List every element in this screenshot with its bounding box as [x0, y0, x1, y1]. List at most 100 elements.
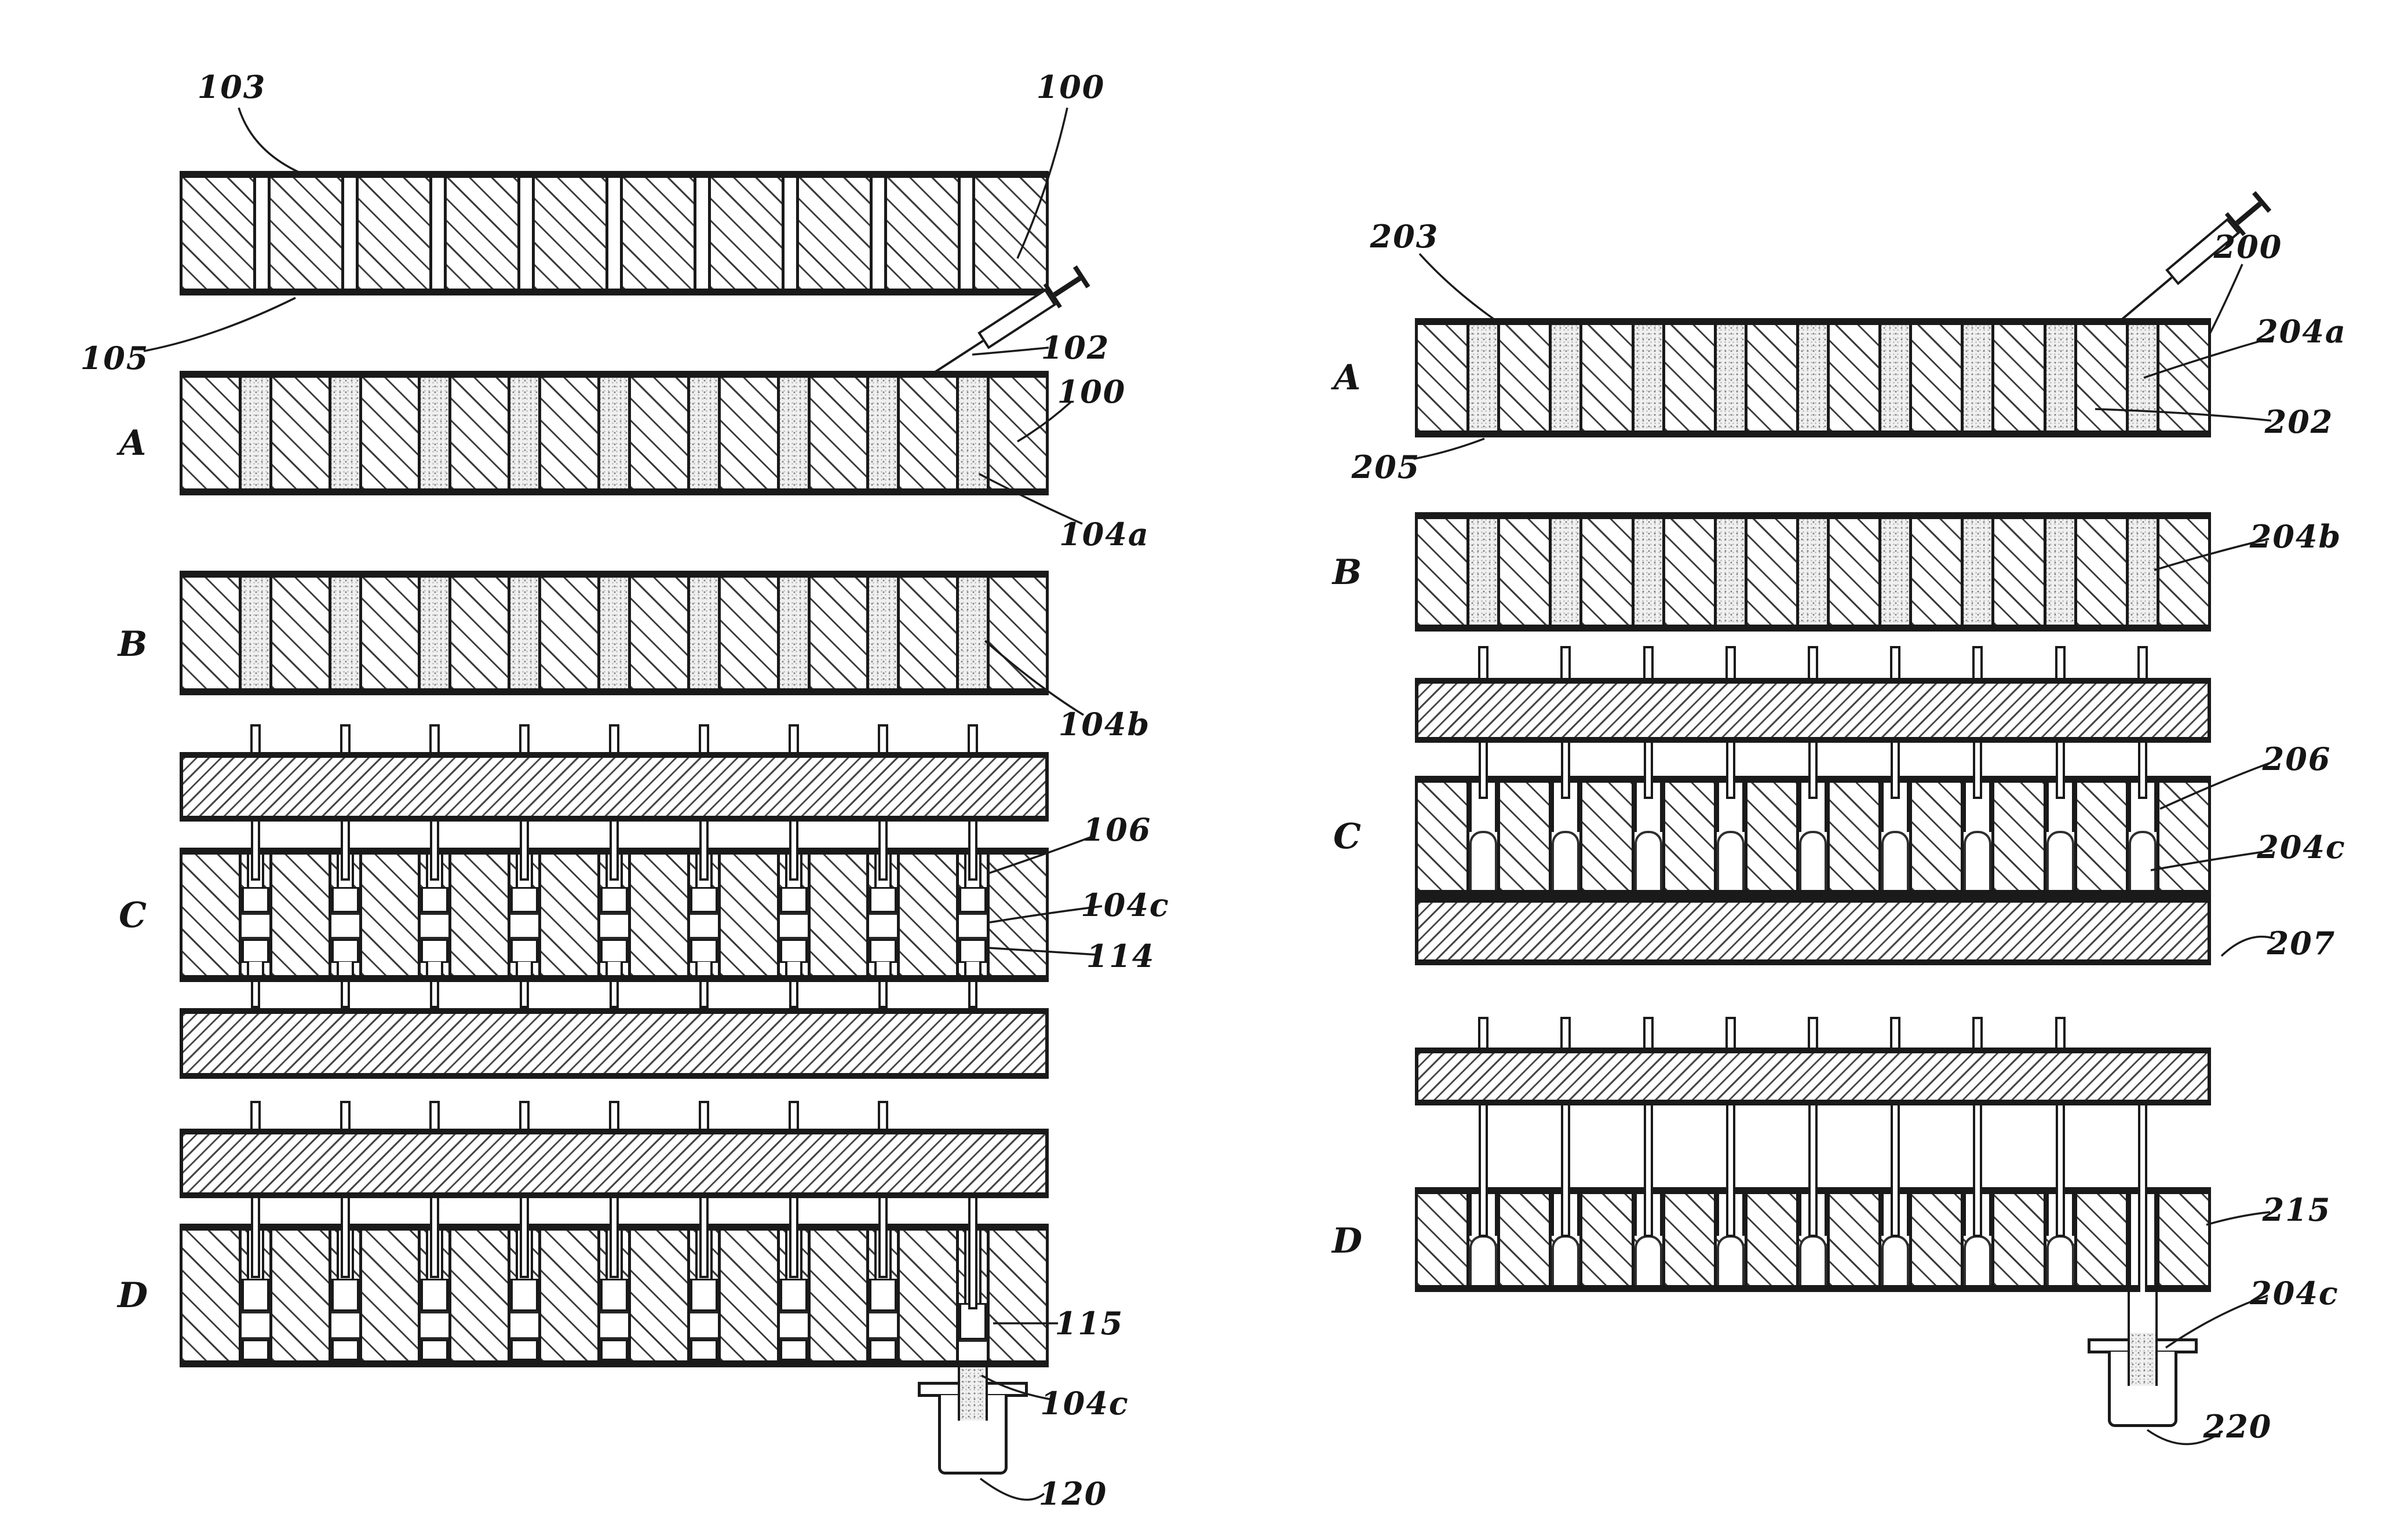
wbox: [689, 1278, 718, 1311]
hatch-seg: [1579, 519, 1635, 625]
rod: [609, 822, 619, 881]
slot: [516, 962, 534, 975]
hatch-seg: [2156, 519, 2212, 625]
stip-col: [331, 578, 359, 688]
pin-up: [1725, 1017, 1736, 1048]
pin-cell: [1717, 1105, 1745, 1237]
pin-cell: [1799, 646, 1827, 678]
spacer: [1415, 1017, 1469, 1048]
pin-cell: [1635, 743, 1662, 799]
pin-cell: [1881, 743, 1909, 799]
spacer: [359, 1101, 421, 1129]
stip-col: [331, 378, 359, 488]
stip-col: [1964, 519, 1992, 625]
wbox: [689, 887, 718, 913]
rod: [878, 1198, 888, 1278]
spacer: [1662, 1105, 1717, 1187]
spacer: [359, 724, 421, 752]
pin-cell: [242, 1198, 269, 1278]
spacer: [897, 982, 959, 1008]
gap-col: [256, 178, 268, 289]
hatch-seg: [807, 378, 870, 488]
empty-cassette-row: [180, 171, 1049, 295]
wbox: [241, 1278, 269, 1311]
spacer: [628, 822, 690, 848]
gap-col: [344, 178, 356, 289]
hatch-seg: [897, 578, 959, 688]
spacer: [1497, 1105, 1552, 1187]
stip-col: [421, 378, 449, 488]
hatch-seg: [268, 178, 344, 289]
hatch-seg: [1579, 325, 1635, 430]
pin-up: [1890, 646, 1901, 678]
ref-label-100-a: 100: [1057, 373, 1126, 410]
pin-up: [2055, 1017, 2066, 1048]
hole: [1881, 783, 1910, 833]
dome: [1552, 831, 1580, 890]
chan: [1964, 783, 1992, 890]
hatch-seg: [1827, 325, 1882, 430]
spacer: [1991, 1105, 2046, 1187]
left-assembly-diagram: [180, 0, 1049, 1540]
wbox: [510, 939, 539, 964]
hatch-seg: [269, 378, 331, 488]
pin-row-below-c: [180, 982, 1049, 1008]
spacer: [1579, 1017, 1634, 1048]
pin-cell: [331, 982, 359, 1008]
rod: [1479, 1105, 1488, 1237]
gap-col: [785, 178, 796, 289]
spacer: [1909, 646, 1964, 678]
ref-label-205: 205: [1351, 448, 1421, 486]
pin-cell: [869, 822, 897, 881]
stip-col: [1881, 325, 1910, 430]
hatch-seg: [2156, 783, 2212, 890]
hatch-seg: [1579, 1194, 1635, 1285]
hatch-seg: [1909, 519, 1964, 625]
dome: [1469, 1235, 1498, 1285]
plugseg: [510, 912, 539, 939]
pin-up: [1478, 646, 1489, 678]
rod: [430, 982, 440, 1008]
hatch-seg: [987, 855, 1049, 975]
pin-plate-d: [1415, 1048, 2211, 1105]
plugseg: [689, 1311, 718, 1340]
spacer: [1415, 646, 1469, 678]
spacer: [2157, 743, 2211, 776]
wbox: [959, 887, 987, 913]
hatch-seg: [897, 1231, 959, 1360]
slot: [605, 962, 623, 975]
spacer: [1991, 743, 2046, 776]
hatch-seg: [620, 178, 696, 289]
pin-cell: [869, 724, 897, 752]
pin-cell: [1717, 646, 1745, 678]
hatch-seg: [1662, 325, 1717, 430]
pin-row-top-d: [1415, 1017, 2211, 1048]
pin-cell: [1717, 743, 1745, 799]
row-letter-d: D: [1331, 1221, 1364, 1261]
pin-cell: [421, 822, 448, 881]
stip-col: [1469, 519, 1498, 625]
spacer: [538, 1198, 600, 1224]
wbox: [421, 887, 449, 913]
rod: [699, 1198, 709, 1278]
wbox: [331, 1340, 359, 1360]
pin-cell: [690, 822, 718, 881]
spacer: [359, 1198, 421, 1224]
hatch-seg: [1991, 1194, 2046, 1285]
pin-up: [788, 1101, 799, 1129]
ejected-plug-material: [958, 1367, 988, 1421]
plugseg: [241, 1311, 269, 1340]
hatch-seg: [1662, 783, 1717, 890]
chan: [1881, 1194, 1910, 1285]
spacer: [808, 1101, 870, 1129]
path: [2206, 1211, 2271, 1226]
pin-plate-upper-c: [180, 752, 1049, 822]
slot: [964, 962, 982, 975]
hatch-seg: [708, 178, 785, 289]
ref-label-204c-c: 204c: [2257, 829, 2346, 866]
stip-col: [421, 578, 449, 688]
plugseg: [959, 912, 987, 939]
dome: [1634, 1235, 1662, 1285]
ref-label-220: 220: [2203, 1408, 2272, 1445]
